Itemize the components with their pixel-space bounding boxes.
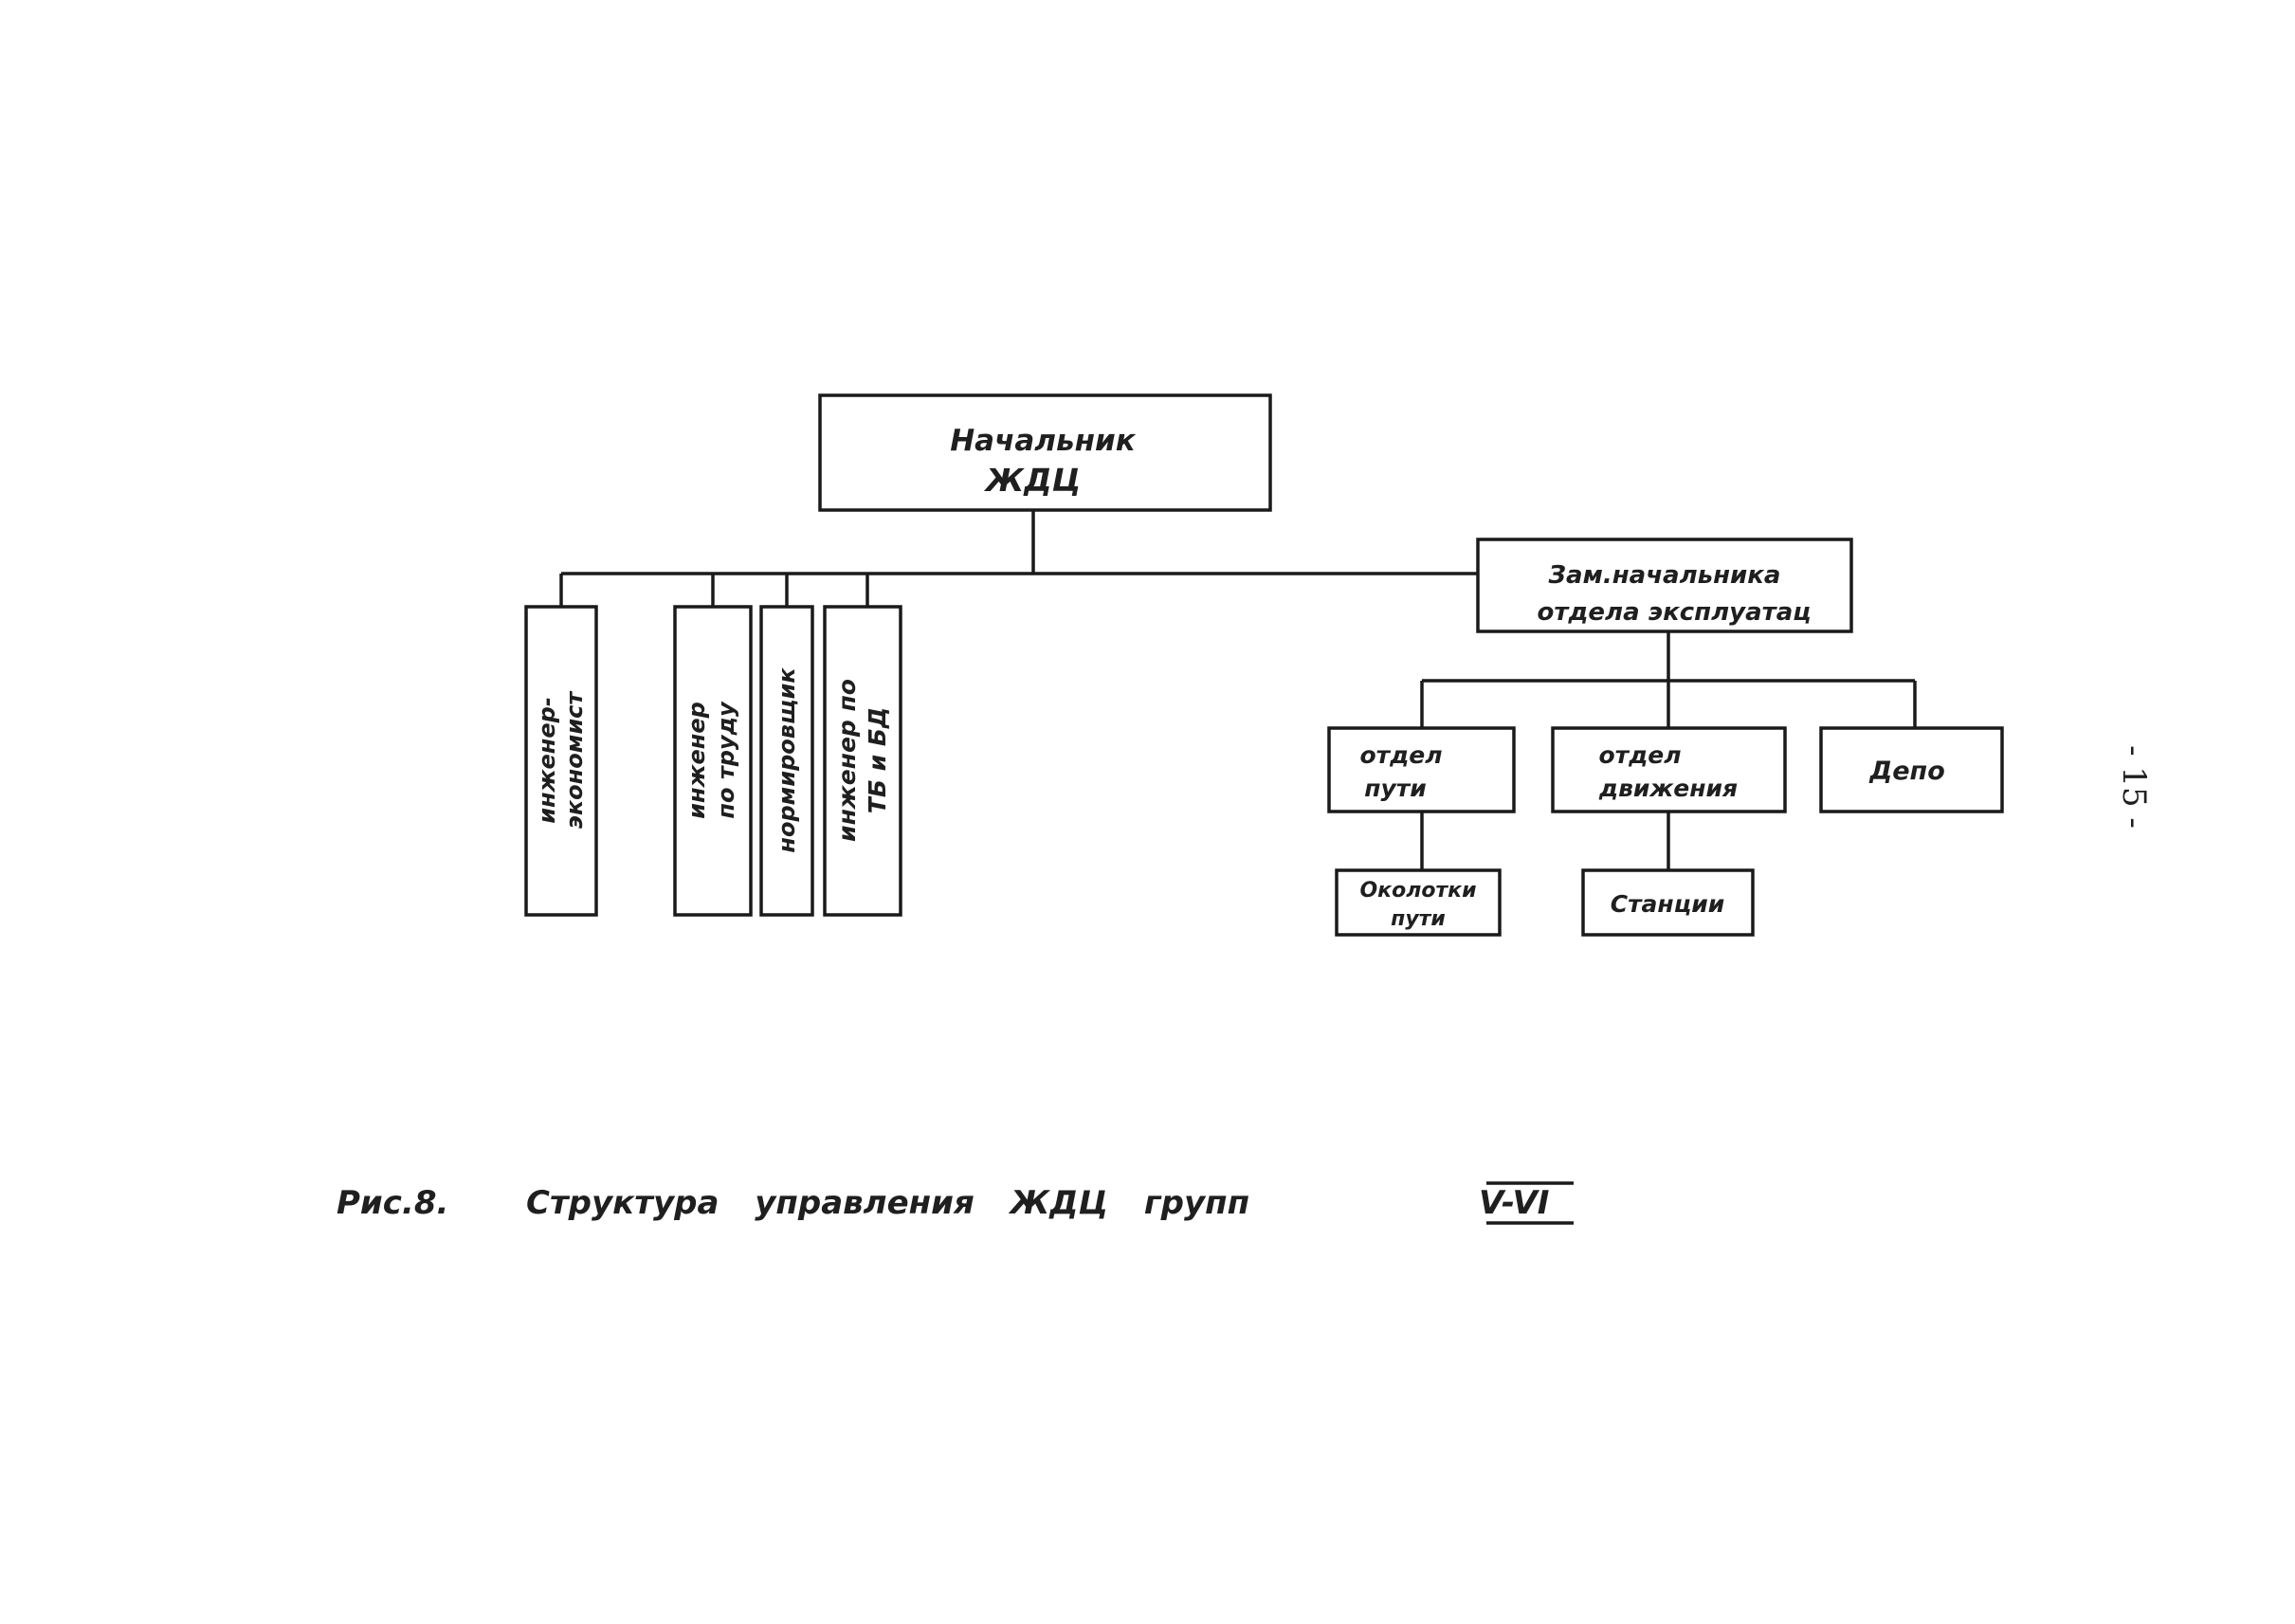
staff-label-economist-line2: экономист	[561, 690, 588, 830]
dept-label-track-line2: пути	[1364, 775, 1427, 802]
staff-box-economist	[524, 605, 598, 917]
staff-label-normer: нормировщик	[774, 667, 800, 853]
deputy-node: Зам.начальника отдела эксплуатац	[1476, 538, 1853, 633]
staff-node-safety: инженер по ТБ и БД	[823, 605, 902, 917]
staff-label-labor-line1: инженер	[683, 702, 710, 819]
subunit-node-track-sections: Околотки пути	[1335, 868, 1502, 937]
figure-caption: Рис.8. Структура управления ЖДЦ групп V-…	[337, 1181, 1574, 1225]
staff-label-safety-line2: ТБ и БД	[864, 707, 891, 813]
staff-label-labor-line2: по труду	[713, 701, 739, 819]
staff-label-safety-line1: инженер по	[833, 679, 861, 842]
head-box	[818, 393, 1272, 512]
dept-box-traffic	[1551, 726, 1787, 813]
staff-node-economist: инженер- экономист	[524, 605, 598, 917]
staff-box-safety	[823, 605, 902, 917]
subunit-box-stations	[1581, 868, 1755, 937]
head-node: Начальник ЖДЦ	[818, 393, 1272, 512]
subunit-box-track-sections	[1335, 868, 1502, 937]
staff-node-labor: инженер по труду	[673, 605, 753, 917]
dept-label-traffic-line1: отдел	[1598, 741, 1681, 769]
staff-label-economist-line1: инженер-	[534, 697, 560, 824]
subunit-label-track-sections-line2: пути	[1391, 907, 1446, 931]
head-label-line1: Начальник	[950, 424, 1137, 458]
staff-box-normer	[759, 605, 814, 917]
subunit-label-track-sections-line1: Околотки	[1359, 879, 1476, 903]
deputy-label-line2: отдела эксплуатац	[1537, 598, 1811, 627]
caption-groups: V-VI	[1479, 1184, 1549, 1222]
connectors	[559, 510, 1917, 870]
staff-node-normer: нормировщик	[759, 605, 814, 917]
caption-prefix: Рис.8.	[337, 1184, 448, 1222]
staff-box-labor	[673, 605, 753, 917]
subunit-node-stations: Станции	[1581, 868, 1755, 937]
dept-node-depot: Депо	[1819, 726, 2004, 813]
caption-text: Структура управления ЖДЦ групп	[526, 1184, 1249, 1222]
subunit-label-stations: Станции	[1611, 890, 1725, 918]
dept-node-track: отдел пути	[1327, 726, 1516, 813]
deputy-box	[1476, 538, 1853, 633]
dept-box-track	[1327, 726, 1516, 813]
dept-node-traffic: отдел движения	[1551, 726, 1787, 813]
dept-label-depot: Депо	[1868, 757, 1945, 786]
deputy-label-line1: Зам.начальника	[1548, 561, 1781, 590]
page-number: - 15 -	[2115, 745, 2153, 829]
dept-label-track-line1: отдел	[1359, 741, 1442, 769]
head-label-line2: ЖДЦ	[984, 462, 1081, 499]
dept-box-depot	[1819, 726, 2004, 813]
dept-label-traffic-line2: движения	[1598, 775, 1738, 802]
